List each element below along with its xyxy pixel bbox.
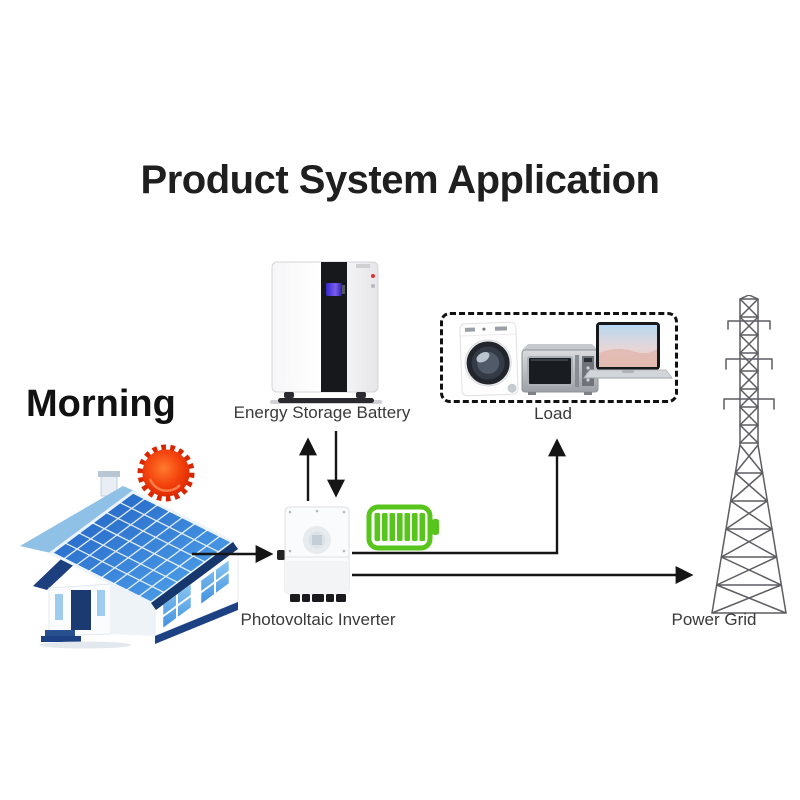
solar-house-icon xyxy=(15,458,245,649)
scene-label: Morning xyxy=(26,383,176,425)
page-title: Product System Application xyxy=(140,158,660,202)
inverter-label: Photovoltaic Inverter xyxy=(240,610,396,629)
laptop-icon xyxy=(582,320,674,398)
inverter-icon xyxy=(277,504,353,606)
energy-storage-battery-icon xyxy=(266,256,388,408)
full-battery-icon xyxy=(366,502,442,554)
battery-label: Energy Storage Battery xyxy=(233,403,411,422)
sun-icon xyxy=(136,443,196,503)
washing-machine-icon xyxy=(452,318,526,400)
load-label: Load xyxy=(534,404,572,423)
arrow-inverter-to-load xyxy=(352,438,566,555)
grid-label: Power Grid xyxy=(671,610,757,629)
transmission-tower-icon xyxy=(700,295,795,615)
